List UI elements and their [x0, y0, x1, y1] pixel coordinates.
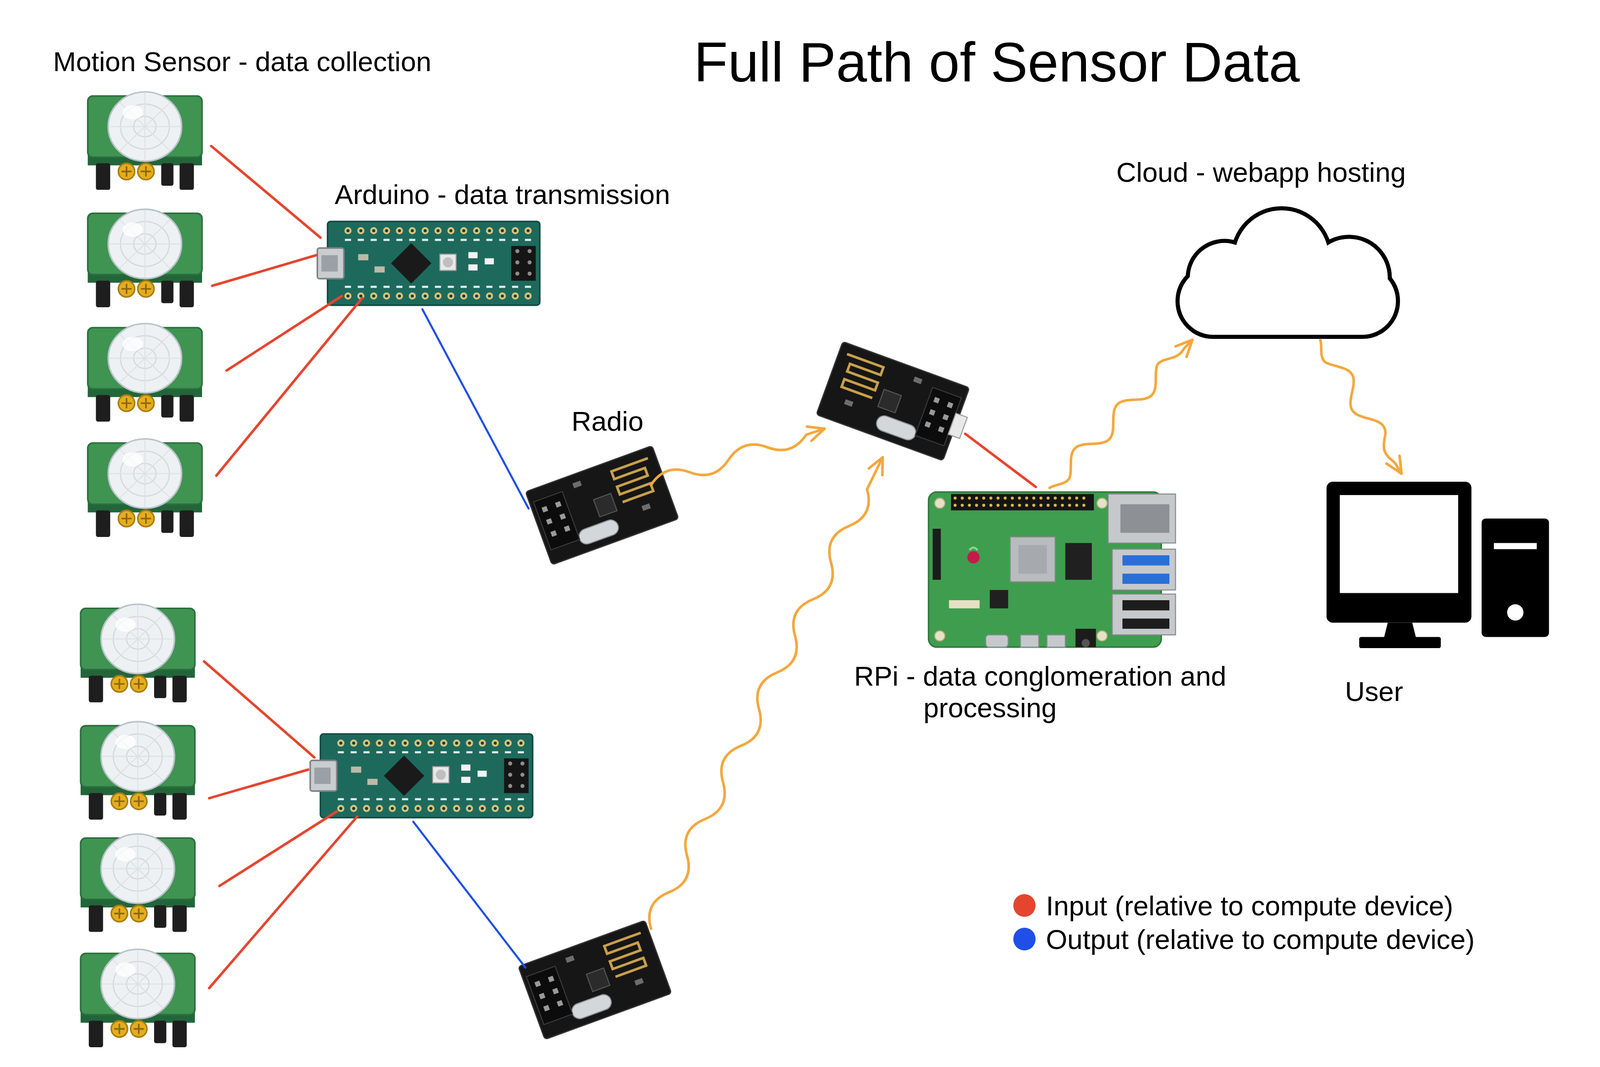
pir-sensor: [80, 833, 195, 932]
node-heading: User: [1344, 675, 1403, 708]
diagram-title: Full Path of Sensor Data: [693, 30, 1300, 95]
input-wire: [211, 146, 321, 238]
node-label: User: [1344, 675, 1403, 708]
node-label: Motion Sensor - data collection: [52, 45, 432, 78]
raspberry-pi: RPi - data conglomeration and processing: [926, 487, 1178, 649]
radio-module: Radio: [528, 448, 678, 563]
legend-swatch: [1013, 893, 1036, 917]
arduino-board: Arduino - data transmission: [320, 217, 548, 310]
node-heading: Cloud - webapp hosting: [1116, 156, 1406, 189]
title-holder: Full Path of Sensor Data: [693, 30, 1300, 95]
cloud-icon: [1179, 210, 1397, 335]
legend-label: Input (relative to compute device): [1045, 889, 1454, 922]
legend-item: Input (relative to compute device): [1013, 889, 1454, 922]
pir-sensor: [87, 209, 202, 308]
legend-item: Output (relative to compute device): [1013, 923, 1475, 956]
node-label: Arduino - data transmission: [334, 178, 671, 211]
node-label: Cloud - webapp hosting: [1116, 156, 1406, 189]
node-heading: Arduino - data transmission: [334, 178, 671, 211]
legend-label: Output (relative to compute device): [1045, 923, 1475, 956]
radio-receiver: [816, 341, 978, 464]
pir-sensor: [87, 439, 202, 537]
radio-module: [518, 920, 672, 1040]
pir-sensor: [80, 721, 195, 820]
output-wire: [413, 821, 526, 967]
motion-sensor: Motion Sensor - data collection: [81, 89, 211, 195]
computer-icon: [1326, 481, 1549, 648]
node-label: Radio: [571, 405, 644, 438]
legend-swatch: [1013, 927, 1036, 950]
node-heading: RPi - data conglomeration and processing: [854, 660, 1258, 724]
node-heading: Motion Sensor - data collection: [52, 45, 432, 78]
user-computer: User: [1324, 473, 1552, 652]
pir-sensor: [80, 603, 195, 702]
data-flow-arrow: [1320, 339, 1402, 474]
node-heading: Radio: [571, 405, 644, 438]
data-flow-arrow: [1049, 339, 1193, 488]
input-wires: [203, 255, 1036, 989]
pir-sensor: [87, 91, 202, 190]
radio-waves: [649, 428, 883, 929]
node-label: RPi - data conglomeration and processing: [923, 660, 1258, 724]
cloud: Cloud - webapp hosting: [1171, 206, 1404, 340]
motion-sensors: [80, 91, 202, 1047]
pir-sensor: [87, 323, 202, 422]
radio-module: [525, 445, 679, 565]
output-wire: [422, 309, 529, 509]
pir-sensor: [80, 949, 195, 1047]
arduino-nano: [310, 733, 533, 818]
raspberry-pi-board: [928, 491, 1176, 647]
arduino-nano: [317, 221, 540, 305]
